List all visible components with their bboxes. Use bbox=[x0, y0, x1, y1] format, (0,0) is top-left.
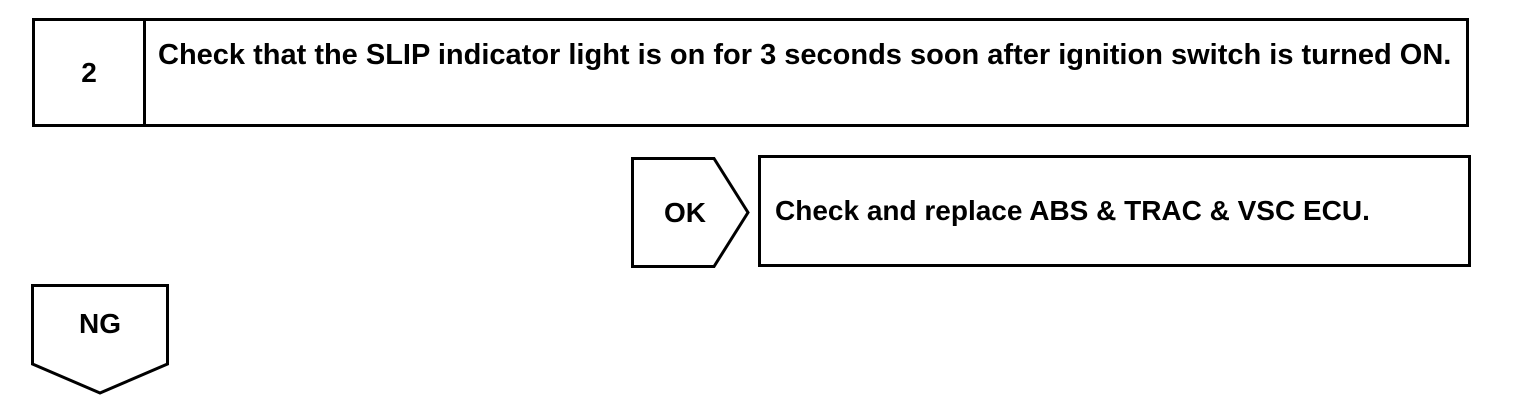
step-instruction: Check that the SLIP indicator light is o… bbox=[158, 39, 1452, 71]
ok-action-text: Check and replace ABS & TRAC & VSC ECU. bbox=[775, 195, 1370, 226]
ng-branch-tag: NG bbox=[31, 284, 171, 396]
ok-branch-tag: OK bbox=[631, 157, 751, 268]
ng-label: NG bbox=[79, 308, 121, 339]
step-box: 2 Check that the SLIP indicator light is… bbox=[32, 18, 1469, 127]
ok-arrow-icon bbox=[631, 157, 750, 268]
step-number: 2 bbox=[35, 21, 146, 124]
ng-down-arrow-icon bbox=[31, 284, 169, 395]
ok-action-box: Check and replace ABS & TRAC & VSC ECU. bbox=[758, 155, 1471, 267]
ok-label: OK bbox=[664, 196, 706, 228]
